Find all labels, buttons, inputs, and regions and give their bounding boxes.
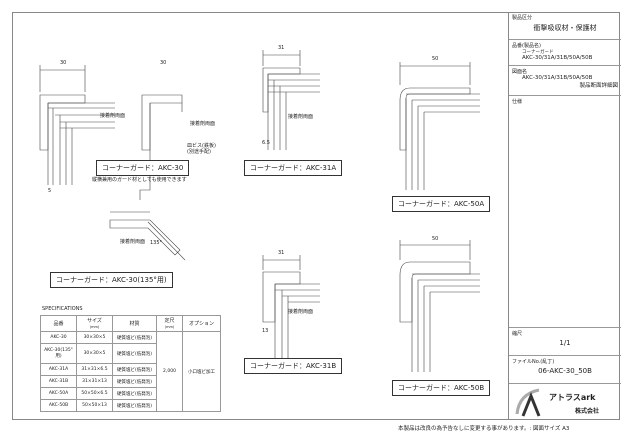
header: 定尺(mm) — [156, 315, 183, 332]
akc30-135-title: コーナーガード：AKC-30(135°用) — [50, 272, 173, 288]
label: 図面名 — [512, 69, 528, 75]
akc31b-title: コーナーガード：AKC-31B — [244, 358, 343, 374]
akc30-note: 縦横兼用のガード材としても使用できます — [92, 177, 187, 183]
drawing-section: 図面名 AKC-30/31A/31B/50A/50B 製品断面詳細図 — [509, 66, 621, 96]
akc50a-drawing — [399, 62, 480, 190]
length-cell: 2,000 — [156, 331, 183, 412]
option-cell: 小口塩ビ加工 — [182, 331, 221, 412]
akc50b-title: コーナーガード：AKC-50B — [392, 380, 491, 396]
dim-label: 50 — [432, 236, 439, 242]
akc31b-drawing — [262, 255, 320, 360]
specs-title: SPECIFICATIONS — [42, 306, 83, 312]
adhesive-label: 接着剤両面 — [100, 113, 126, 119]
category-value: 衝撃吸収材・保護材 — [533, 24, 597, 32]
scale-section: 縮尺 1/1 — [509, 328, 621, 356]
drawing-codes: AKC-30/31A/31B/50A/50B — [522, 75, 593, 81]
product-name: コーナーガード — [522, 50, 554, 55]
company-name: アトラスark — [549, 393, 596, 402]
akc50a-title: コーナーガード：AKC-50A — [392, 196, 491, 212]
adhesive-label: 接着剤両面 — [288, 309, 314, 315]
adhesive-label: 接着剤両面 — [288, 114, 314, 120]
header: 材質 — [112, 315, 157, 332]
label: 仕様 — [512, 99, 523, 105]
screw-note: (別途手配) — [187, 149, 211, 155]
dim-label: 30 — [160, 60, 167, 66]
category-section: 製品区分 衝撃吸収材・保護材 — [509, 12, 621, 40]
dim-label: 135° — [150, 240, 163, 246]
label: 品番(製品名) — [512, 43, 541, 49]
dim-label: 13 — [262, 328, 269, 334]
label: 縮尺 — [512, 331, 523, 337]
akc30-drawing — [39, 65, 183, 200]
akc31a-drawing — [262, 50, 320, 150]
company-suffix: 株式会社 — [575, 408, 600, 415]
dim-label: 6.5 — [262, 140, 270, 146]
ark-logo-icon — [515, 388, 541, 417]
label: 製品区分 — [512, 15, 533, 21]
dim-label: 30 — [60, 60, 67, 66]
dim-label: 50 — [432, 56, 439, 62]
drawing-name: 製品断面詳細図 — [579, 83, 618, 89]
company-logo: アトラスark 株式会社 — [509, 384, 621, 420]
label: ファイルNo.(乱丁) — [512, 359, 555, 365]
technical-drawings — [39, 50, 480, 372]
dim-label: 5 — [48, 188, 52, 194]
adhesive-label: 接着剤両面 — [190, 121, 216, 127]
file-section: ファイルNo.(乱丁) 06-AKC-30_50B — [509, 356, 621, 384]
footer-note: 本製品は改良の為予告なしに変更する事があります。: 図面サイズ A3 — [398, 426, 570, 432]
akc50b-drawing — [399, 240, 480, 372]
product-section: 品番(製品名) コーナーガード AKC-30/31A/31B/50A/50B — [509, 40, 621, 66]
dim-label: 31 — [278, 250, 285, 256]
spec-section: 仕様 — [509, 96, 621, 328]
drawing-frame — [12, 12, 620, 420]
dim-label: 31 — [278, 45, 285, 51]
header: サイズ(mm) — [76, 315, 113, 332]
header: オプション — [182, 315, 221, 332]
adhesive-label: 接着剤両面 — [120, 239, 146, 245]
akc31a-title: コーナーガード：AKC-31A — [244, 160, 343, 176]
screw-label: 皿ビス(鉄板) — [187, 143, 216, 149]
header: 品番 — [40, 315, 77, 332]
akc30-135-drawing — [109, 211, 186, 261]
title-block: 製品区分 衝撃吸収材・保護材 品番(製品名) コーナーガード AKC-30/31… — [508, 12, 621, 420]
scale-value: 1/1 — [559, 339, 571, 347]
file-number: 06-AKC-30_50B — [538, 367, 592, 375]
akc30-title: コーナーガード：AKC-30 — [96, 160, 190, 176]
product-codes: AKC-30/31A/31B/50A/50B — [522, 55, 593, 61]
